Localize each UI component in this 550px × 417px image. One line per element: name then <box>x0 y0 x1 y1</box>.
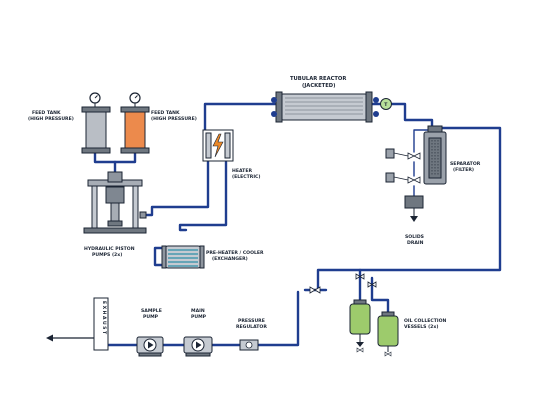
valve-icon <box>385 172 421 184</box>
regulator-label-line2: REGULATOR <box>236 324 267 330</box>
oil-vessel-right <box>377 311 399 357</box>
preheater-label-line2: (EXCHANGER) <box>212 256 248 262</box>
solids-drain-label-line1: SOLIDS <box>405 234 424 240</box>
hydraulic-pumps-label-line2: PUMPS (2x) <box>92 252 122 258</box>
pipe-preheater-loop <box>153 246 164 267</box>
thermometer-label: T <box>384 102 388 108</box>
pump-icon <box>143 338 157 352</box>
sample-pump-label-line2: PUMP <box>143 314 159 320</box>
preheater-exchanger <box>161 245 205 269</box>
solids-drain-label-line2: DRAIN <box>407 240 424 246</box>
pump-icon <box>191 338 205 352</box>
pressure-gauge-icon <box>129 92 141 104</box>
reactor-label-line2: (JACKETED) <box>302 83 335 89</box>
pipe-heater-to-reactor <box>203 102 280 132</box>
valve-icon <box>355 273 365 280</box>
heater-label-line1: HEATER <box>232 168 252 174</box>
feed-tank-left <box>81 102 111 154</box>
solids-drain <box>404 195 424 222</box>
pipe-vessel-branch-right <box>370 276 390 314</box>
separator-label-line2: (FILTER) <box>453 167 474 173</box>
oil-vessels-label-line2: VESSELS (2x) <box>404 324 438 330</box>
oil-vessels-label-line1: OIL COLLECTION <box>404 318 447 324</box>
pipe-separator-to-valve-1 <box>413 129 429 153</box>
oil-vessel-left <box>349 299 371 353</box>
preheater-label-line1: PRE-HEATER / COOLER <box>206 250 264 256</box>
feed-tank-right <box>120 102 150 154</box>
thermometer-icon <box>380 98 392 110</box>
tubular-reactor <box>271 91 379 123</box>
lightning-icon <box>212 133 224 158</box>
feed-tank-right-label-line1: FEED TANK <box>151 110 180 116</box>
hydraulic-piston-pumps <box>83 171 147 234</box>
feed-tank-left-label-line2: (HIGH PRESSURE) <box>28 116 74 122</box>
valve-icon <box>385 148 421 160</box>
pipe-vessels-to-regulator <box>256 290 300 347</box>
valve-icon <box>367 281 377 288</box>
heater-label-line2: (ELECTRIC) <box>232 174 261 180</box>
pipe-thermometer-to-separator <box>390 102 434 128</box>
arrow-left-icon <box>46 334 94 342</box>
pipe-separator-to-vessels <box>316 126 502 292</box>
separator-filter <box>423 125 447 185</box>
separator-label-line1: SEPARATOR <box>450 161 481 167</box>
exhaust-label: EXHAUST <box>101 301 107 336</box>
pipe-pumps-to-heater <box>143 158 218 217</box>
main-pump-label-line1: MAIN <box>191 308 205 314</box>
regulator-label-line1: PRESSURE <box>238 318 265 324</box>
valve-icon <box>309 286 321 294</box>
sample-pump-label-line1: SAMPLE <box>141 308 162 314</box>
hydraulic-pumps-label-line1: HYDRAULIC PISTON <box>84 246 135 252</box>
reactor-label-line1: TUBULAR REACTOR <box>290 76 346 82</box>
feed-tank-left-label-line1: FEED TANK <box>32 110 61 116</box>
main-pump-label-line2: PUMP <box>191 314 207 320</box>
feed-tank-right-label-line2: (HIGH PRESSURE) <box>151 116 197 122</box>
pipe-heater-to-preheater <box>178 160 228 232</box>
exhaust-column <box>93 297 109 351</box>
pressure-regulator <box>239 339 259 351</box>
pressure-gauge-icon <box>89 92 101 104</box>
